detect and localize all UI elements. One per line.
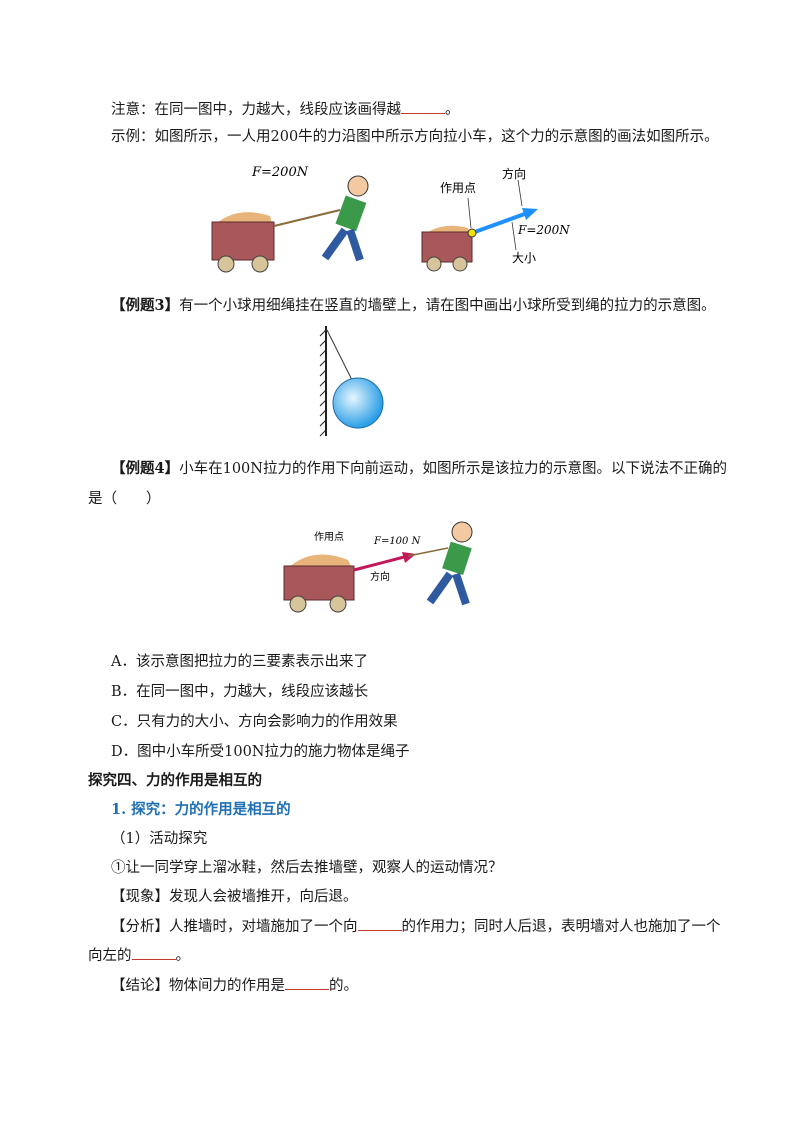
ex3-tag: 【例题3】: [111, 297, 180, 314]
ex3-line: 【例题3】有一个小球用细绳挂在竖直的墙壁上，请在图中画出小球所受到绳的拉力的示意…: [111, 296, 716, 316]
phenomenon: 【现象】发现人会被墙推开，向后退。: [111, 887, 358, 907]
analysis-tag: 【分析】: [111, 919, 169, 935]
conclusion-blank[interactable]: [285, 975, 329, 990]
note-end: 。: [445, 102, 460, 118]
force-arrow-head: [522, 208, 538, 220]
analysis-blank-2[interactable]: [131, 945, 176, 960]
analysis-line2-pre: 向左的: [88, 948, 132, 964]
left-cart: [211, 209, 341, 273]
action-point-dot: [467, 228, 477, 238]
ex4-text: 小车在100N拉力的作用下向前运动，如图所示是该拉力的示意图。以下说法不正确的: [179, 461, 727, 477]
analysis-line2-post: 。: [175, 948, 191, 964]
phenomenon-text: 发现人会被墙推开，向后退。: [169, 889, 358, 905]
analysis-line1: 【分析】人推墙时，对墙施加了一个向 的作用力；同时人后退，表明墙对人也施加了一个: [111, 916, 721, 937]
fig2-point: 作用点: [314, 531, 344, 543]
section4-sub1: 1. 探究：力的作用是相互的: [111, 801, 291, 818]
option-a[interactable]: A．该示意图把拉力的三要素表示出来了: [111, 654, 368, 670]
ex4-line2: 是（ ）: [88, 491, 161, 507]
note-line: 注意：在同一图中，力越大，线段应该画得越 。: [111, 99, 460, 120]
ex4-tag: 【例题4】: [111, 460, 180, 477]
note-text: 注意：在同一图中，力越大，线段应该画得越: [111, 102, 401, 118]
example-intro: 示例：如图所示，一人用200牛的力沿图中所示方向拉小车，这个力的示意图的画法如图…: [111, 129, 719, 145]
fig2-direction: 方向: [370, 570, 390, 583]
fig1-force: F=200N: [517, 223, 570, 237]
fig1-left-label: F=200N: [251, 165, 309, 180]
activity-heading: （1）活动探究: [111, 831, 208, 847]
option-b[interactable]: B．在同一图中，力越大，线段应该越长: [111, 684, 369, 700]
fig1-direction: 方向: [502, 166, 526, 181]
section4-title: 探究四、力的作用是相互的: [88, 772, 262, 789]
conclusion-pre: 物体间力的作用是: [169, 978, 285, 994]
conclusion-tag: 【结论】: [111, 978, 169, 994]
conclusion-post: 的。: [329, 978, 358, 994]
fig1-size: 大小: [512, 251, 536, 265]
force-arrow-shaft: [471, 210, 531, 235]
phenomenon-tag: 【现象】: [111, 889, 169, 905]
fig2-force: F=100 N: [373, 536, 422, 547]
figure-cart-100n: 作用点 F=100 N 方向: [283, 521, 473, 613]
ex4-line1: 【例题4】小车在100N拉力的作用下向前运动，如图所示是该拉力的示意图。以下说法…: [111, 459, 727, 479]
note-blank[interactable]: [401, 99, 445, 114]
fig1-point: 作用点: [440, 181, 476, 195]
analysis-pre: 人推墙时，对墙施加了一个向: [169, 919, 358, 935]
left-boy: [321, 175, 369, 262]
right-cart: [421, 225, 473, 272]
conclusion: 【结论】物体间力的作用是 的。: [111, 975, 358, 996]
analysis-line2: 向左的 。: [88, 945, 190, 966]
figure-hanging-ball: [319, 326, 384, 437]
analysis-blank-1[interactable]: [357, 916, 402, 931]
option-d[interactable]: D．图中小车所受100N拉力的施力物体是绳子: [111, 744, 410, 760]
option-c[interactable]: C．只有力的大小、方向会影响力的作用效果: [111, 714, 398, 730]
figure-cart-pull: F=200N 作用点 方向 F=200N 大小: [211, 165, 570, 273]
ex3-text: 有一个小球用细绳挂在竖直的墙壁上，请在图中画出小球所受到绳的拉力的示意图。: [179, 298, 716, 314]
analysis-mid: 的作用力；同时人后退，表明墙对人也施加了一个: [401, 919, 721, 935]
step1: ①让一同学穿上溜冰鞋，然后去推墙壁，观察人的运动情况？: [111, 860, 503, 876]
